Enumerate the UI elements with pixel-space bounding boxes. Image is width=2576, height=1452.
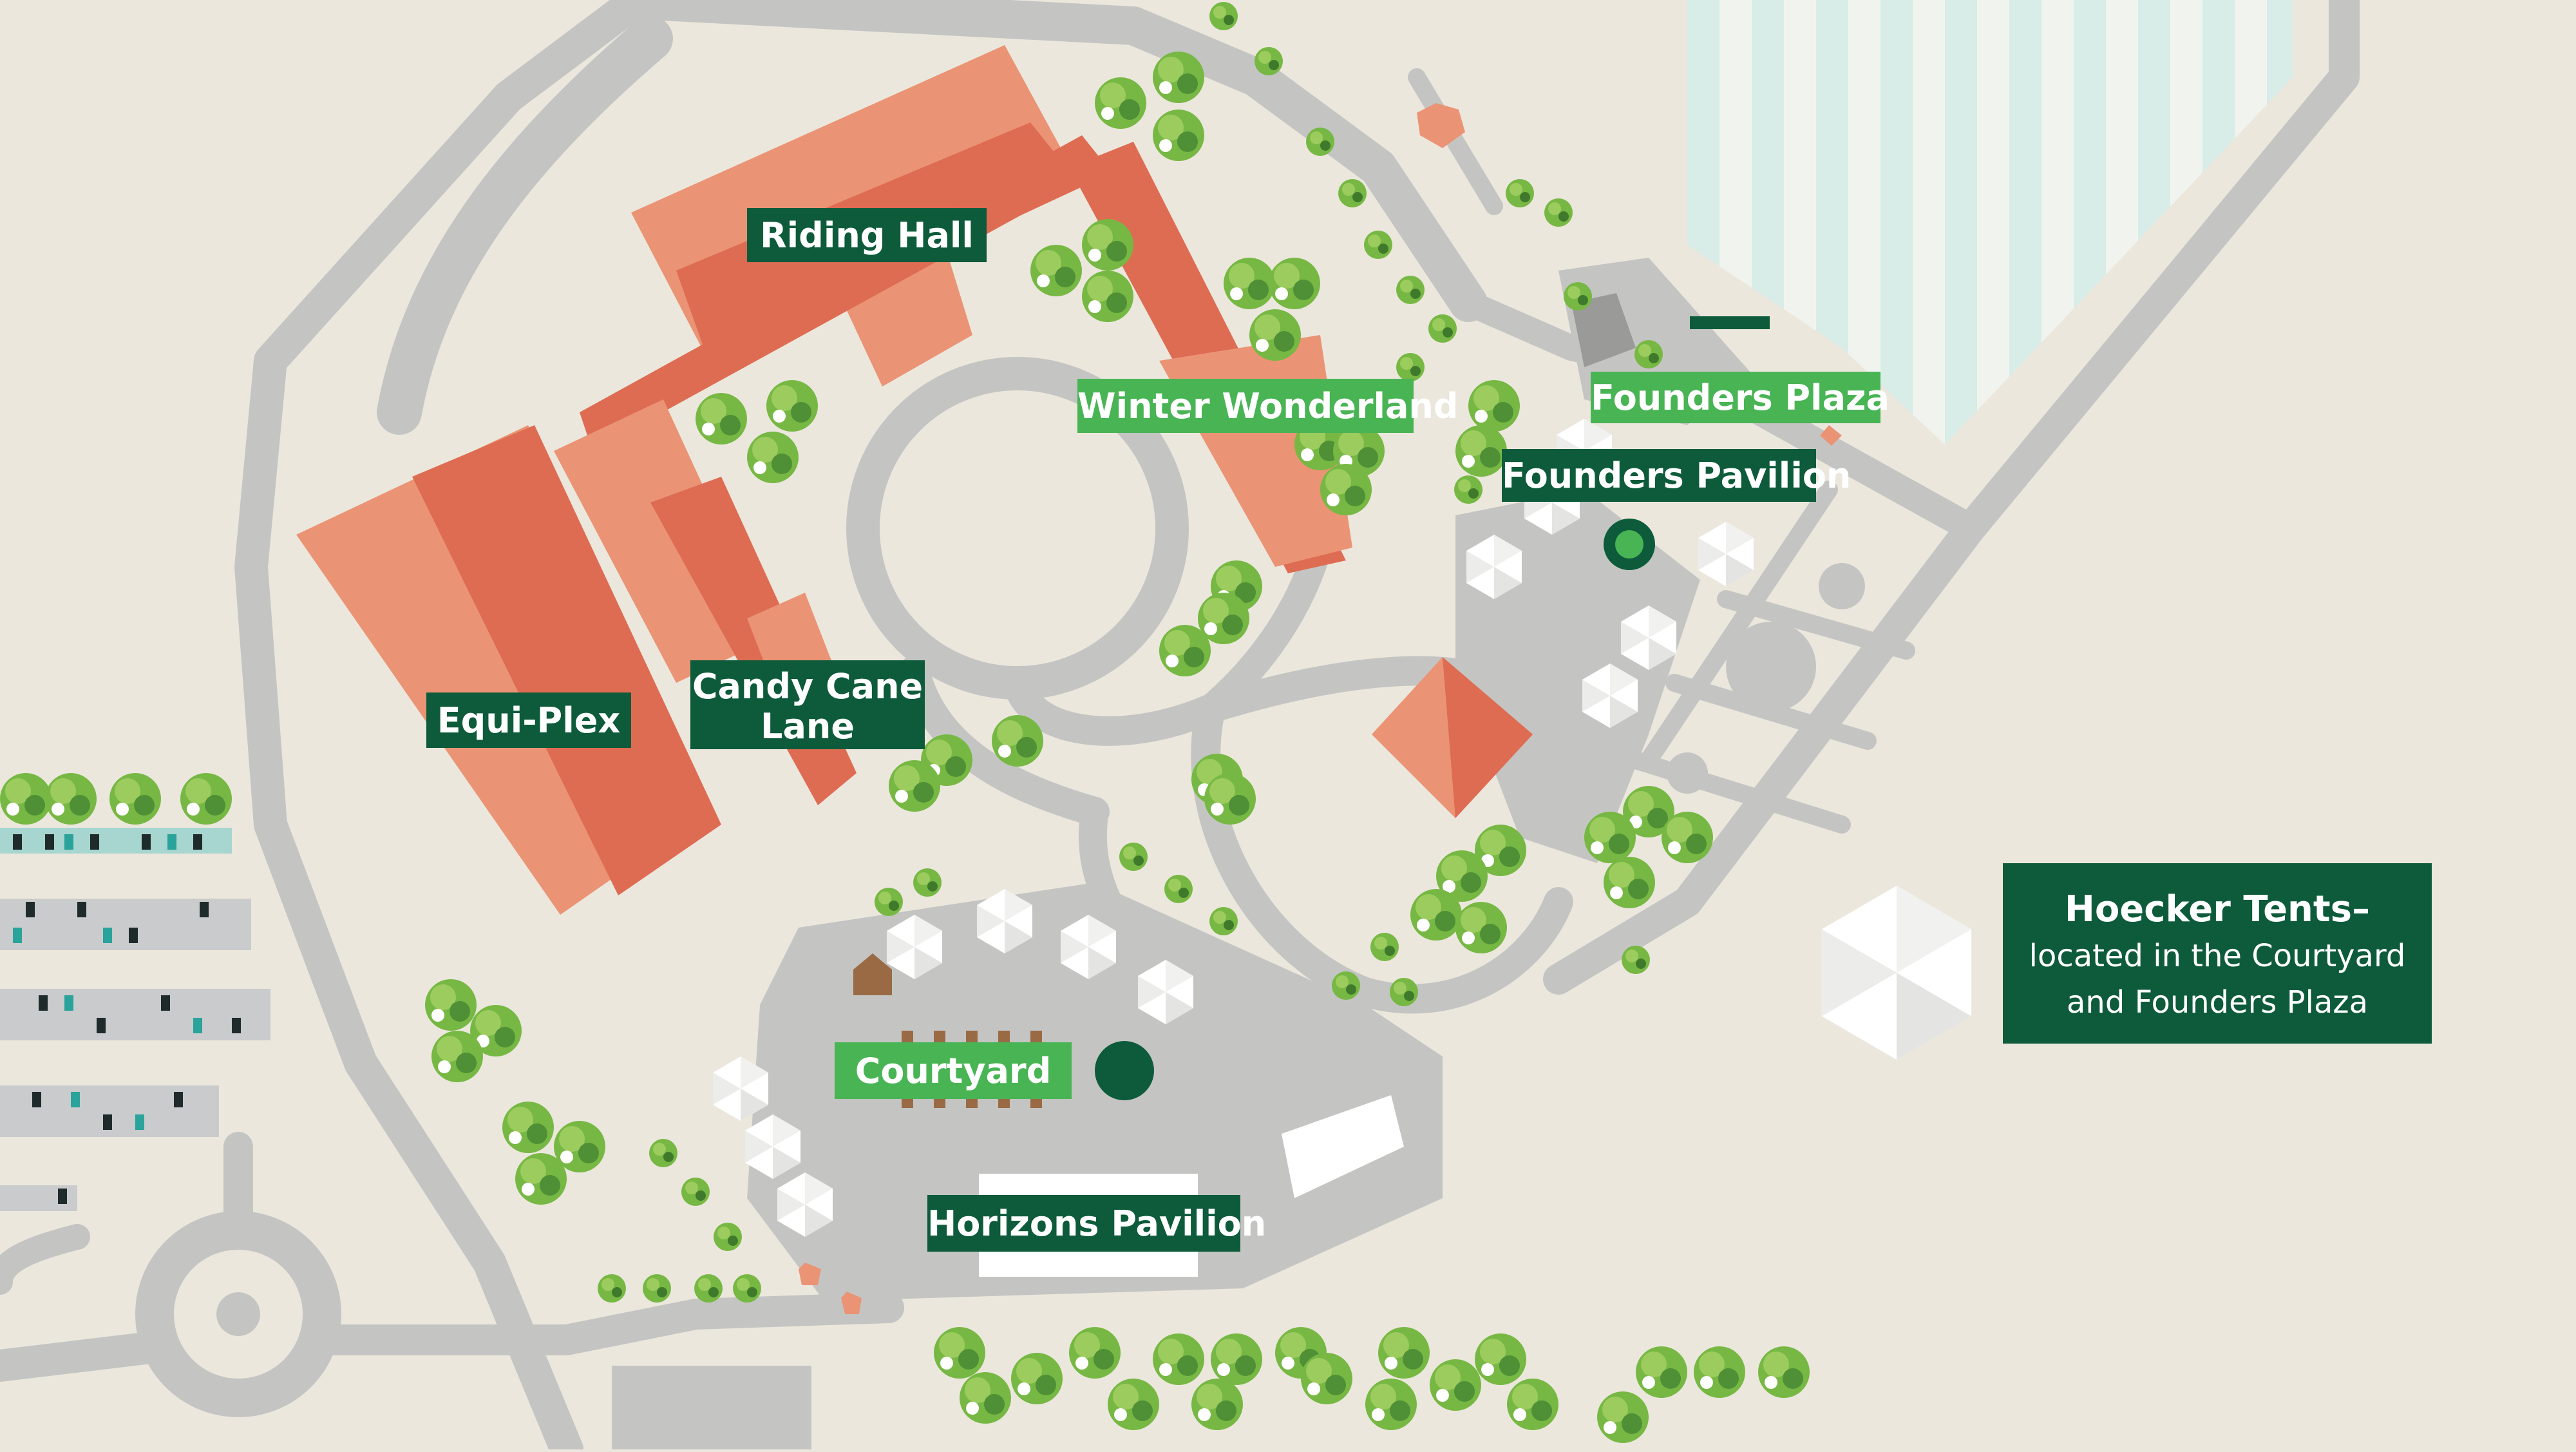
riding-hall-label: Riding Hall: [747, 208, 987, 262]
courtyard-tree-marker: [1095, 1041, 1154, 1100]
candy-cane-lane-label-line2: Lane: [761, 706, 855, 747]
candy-cane-lane-label: Candy Cane Lane: [690, 660, 925, 749]
legend-title: Hoecker Tents–: [2064, 888, 2371, 930]
field: [1687, 0, 2293, 444]
equi-plex-label: Equi-Plex: [426, 693, 631, 748]
legend-line-1: located in the Courtyard: [2029, 938, 2406, 974]
parking-lot: [0, 828, 270, 1211]
candy-cane-lane-label-line1: Candy Cane: [692, 666, 923, 707]
founders-pavilion-label: Founders Pavilion: [1502, 449, 1851, 502]
legend-line-2: and Founders Plaza: [2067, 984, 2368, 1020]
legend-box: Hoecker Tents– located in the Courtyard …: [2003, 863, 2432, 1044]
winter-wonderland-label: Winter Wonderland: [1077, 379, 1459, 433]
courtyard-label: Courtyard: [835, 1042, 1072, 1099]
founders-plaza-label: Founders Plaza: [1591, 372, 1889, 423]
horizons-pavilion-label: Horizons Pavilion: [927, 1195, 1266, 1252]
